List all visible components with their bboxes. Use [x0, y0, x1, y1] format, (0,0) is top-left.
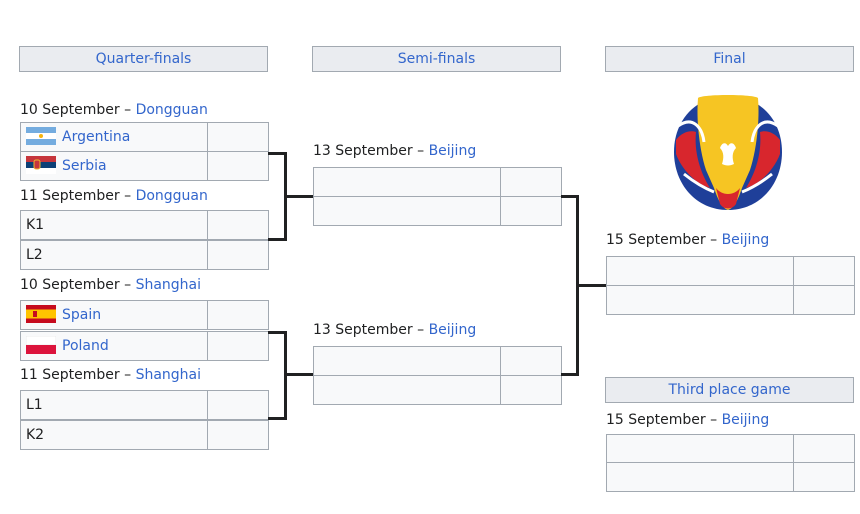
- sf1-date: 13 September: [313, 143, 413, 159]
- poland-flag-icon: [26, 336, 56, 354]
- fiba-world-cup-logo-icon: [674, 95, 782, 210]
- final-team2-cell: [606, 285, 794, 315]
- qf1-team1-score: [207, 122, 269, 152]
- sf2-team1-score: [500, 346, 562, 376]
- qf3-date-line: 10 September – Shanghai: [20, 275, 201, 295]
- qf1-team2-cell: Serbia: [20, 151, 208, 181]
- qf3-team1-name-link[interactable]: Spain: [62, 307, 102, 323]
- third-date-line: 15 September – Beijing: [606, 410, 769, 430]
- sf2-date-line: 13 September – Beijing: [313, 320, 476, 340]
- qf2-team2-name: L2: [26, 247, 43, 263]
- header-third-place: Third place game: [605, 377, 854, 403]
- qf3-team2-score: [207, 331, 269, 361]
- qf4-team1-name: L1: [26, 397, 43, 413]
- connector-sf2-out: [561, 373, 579, 376]
- qf1-team2-name-link[interactable]: Serbia: [62, 158, 107, 174]
- qf3-team2-name-link[interactable]: Poland: [62, 338, 109, 354]
- connector-to-final: [576, 284, 606, 287]
- qf4-team2-cell: K2: [20, 420, 208, 450]
- qf2-team1-score: [207, 210, 269, 240]
- qf2-date-line: 11 September – Dongguan: [20, 186, 208, 206]
- final-team1-cell: [606, 256, 794, 286]
- qf3-venue-link[interactable]: Shanghai: [135, 277, 202, 293]
- qf2-date: 11 September: [20, 188, 120, 204]
- serbia-flag-icon: [26, 156, 56, 174]
- final-team1-score: [793, 256, 855, 286]
- sf2-team2-cell: [313, 375, 501, 405]
- qf3-team1-cell: Spain: [20, 300, 208, 330]
- qf1-sep: –: [119, 102, 136, 118]
- qf4-team2-score: [207, 420, 269, 450]
- qf2-team2-cell: L2: [20, 240, 208, 270]
- final-date: 15 September: [606, 232, 706, 248]
- sf1-team2-cell: [313, 196, 501, 226]
- qf2-team1-name: K1: [26, 217, 45, 233]
- qf1-team2-score: [207, 151, 269, 181]
- qf3-sep: –: [119, 277, 136, 293]
- qf4-team2-name: K2: [26, 427, 45, 443]
- qf1-venue-link[interactable]: Dongguan: [135, 102, 208, 118]
- final-venue-link[interactable]: Beijing: [721, 232, 770, 248]
- argentina-flag-icon: [26, 127, 56, 145]
- qf2-sep: –: [119, 188, 136, 204]
- qf2-team1-cell: K1: [20, 210, 208, 240]
- qf4-team1-cell: L1: [20, 390, 208, 420]
- sf1-date-line: 13 September – Beijing: [313, 141, 476, 161]
- header-final: Final: [605, 46, 854, 72]
- connector-to-sf1: [284, 195, 313, 198]
- qf2-team2-score: [207, 240, 269, 270]
- header-quarter-finals: Quarter-finals: [19, 46, 268, 72]
- qf1-date-line: 10 September – Dongguan: [20, 100, 208, 120]
- sf1-team1-cell: [313, 167, 501, 197]
- sf2-sep: –: [412, 322, 429, 338]
- sf1-sep: –: [412, 143, 429, 159]
- qf3-team1-score: [207, 300, 269, 330]
- connector-qf4-out: [268, 417, 286, 420]
- spain-flag-icon: [26, 305, 56, 323]
- third-team1-cell: [606, 434, 794, 464]
- connector-sf1-out: [561, 195, 579, 198]
- final-sep: –: [705, 232, 722, 248]
- third-date: 15 September: [606, 412, 706, 428]
- third-venue-link[interactable]: Beijing: [721, 412, 770, 428]
- qf1-team1-name-link[interactable]: Argentina: [62, 129, 131, 145]
- third-team1-score: [793, 434, 855, 464]
- sf1-venue-link[interactable]: Beijing: [428, 143, 477, 159]
- qf1-team1-cell: Argentina: [20, 122, 208, 152]
- sf2-venue-link[interactable]: Beijing: [428, 322, 477, 338]
- sf2-team2-score: [500, 375, 562, 405]
- final-date-line: 15 September – Beijing: [606, 230, 769, 250]
- qf4-date: 11 September: [20, 367, 120, 383]
- final-team2-score: [793, 285, 855, 315]
- sf2-team1-cell: [313, 346, 501, 376]
- qf4-sep: –: [119, 367, 136, 383]
- qf4-venue-link[interactable]: Shanghai: [135, 367, 202, 383]
- sf2-date: 13 September: [313, 322, 413, 338]
- qf4-date-line: 11 September – Shanghai: [20, 365, 201, 385]
- connector-qf1-out: [268, 152, 286, 155]
- qf4-team1-score: [207, 390, 269, 420]
- header-semi-finals: Semi-finals: [312, 46, 561, 72]
- sf1-team2-score: [500, 196, 562, 226]
- connector-qf3-out: [268, 331, 286, 334]
- sf1-team1-score: [500, 167, 562, 197]
- qf3-team2-cell: Poland: [20, 331, 208, 361]
- connector-qf2-out: [268, 238, 286, 241]
- third-sep: –: [705, 412, 722, 428]
- qf3-date: 10 September: [20, 277, 120, 293]
- qf1-date: 10 September: [20, 102, 120, 118]
- third-team2-score: [793, 462, 855, 492]
- third-team2-cell: [606, 462, 794, 492]
- connector-to-sf2: [284, 373, 313, 376]
- qf2-venue-link[interactable]: Dongguan: [135, 188, 208, 204]
